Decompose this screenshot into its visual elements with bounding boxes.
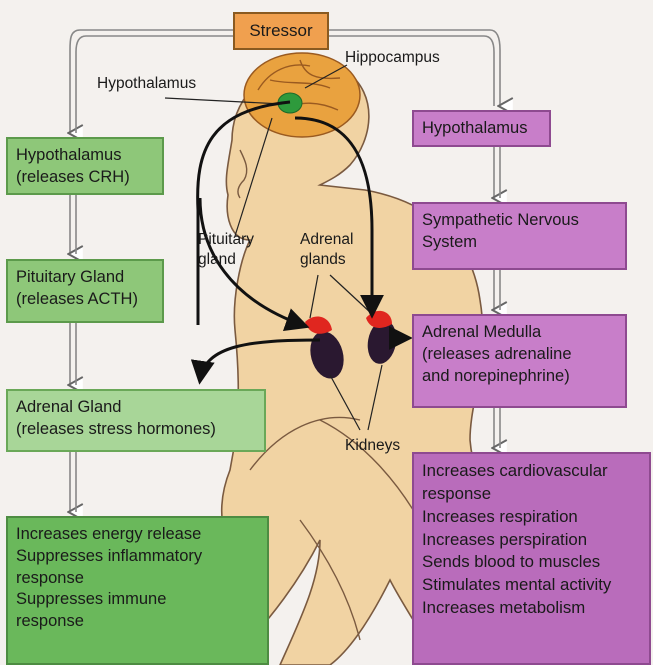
left-box-hypothalamus: Hypothalamus (releases CRH): [6, 137, 164, 195]
stressor-box: Stressor: [233, 12, 329, 50]
left-box-pituitary: Pituitary Gland (releases ACTH): [6, 259, 164, 323]
right-box-hypothalamus: Hypothalamus: [412, 110, 551, 147]
hippocampus-label: Hippocampus: [345, 48, 440, 68]
right-box-adrenal-medulla: Adrenal Medulla (releases adrenaline and…: [412, 314, 627, 408]
adrenal-glands-label: Adrenal glands: [300, 230, 353, 270]
hypothalamus-label: Hypothalamus: [97, 74, 196, 94]
right-box-sympathetic-nervous-system: Sympathetic Nervous System: [412, 202, 627, 270]
left-box-effects: Increases energy release Suppresses infl…: [6, 516, 269, 665]
kidneys-label: Kidneys: [345, 436, 400, 456]
pituitary-gland-label: Pituitary gland: [198, 230, 254, 270]
right-box-effects: Increases cardiovascular response Increa…: [412, 452, 651, 665]
left-box-adrenal-gland: Adrenal Gland (releases stress hormones): [6, 389, 266, 452]
brain: [244, 53, 360, 137]
